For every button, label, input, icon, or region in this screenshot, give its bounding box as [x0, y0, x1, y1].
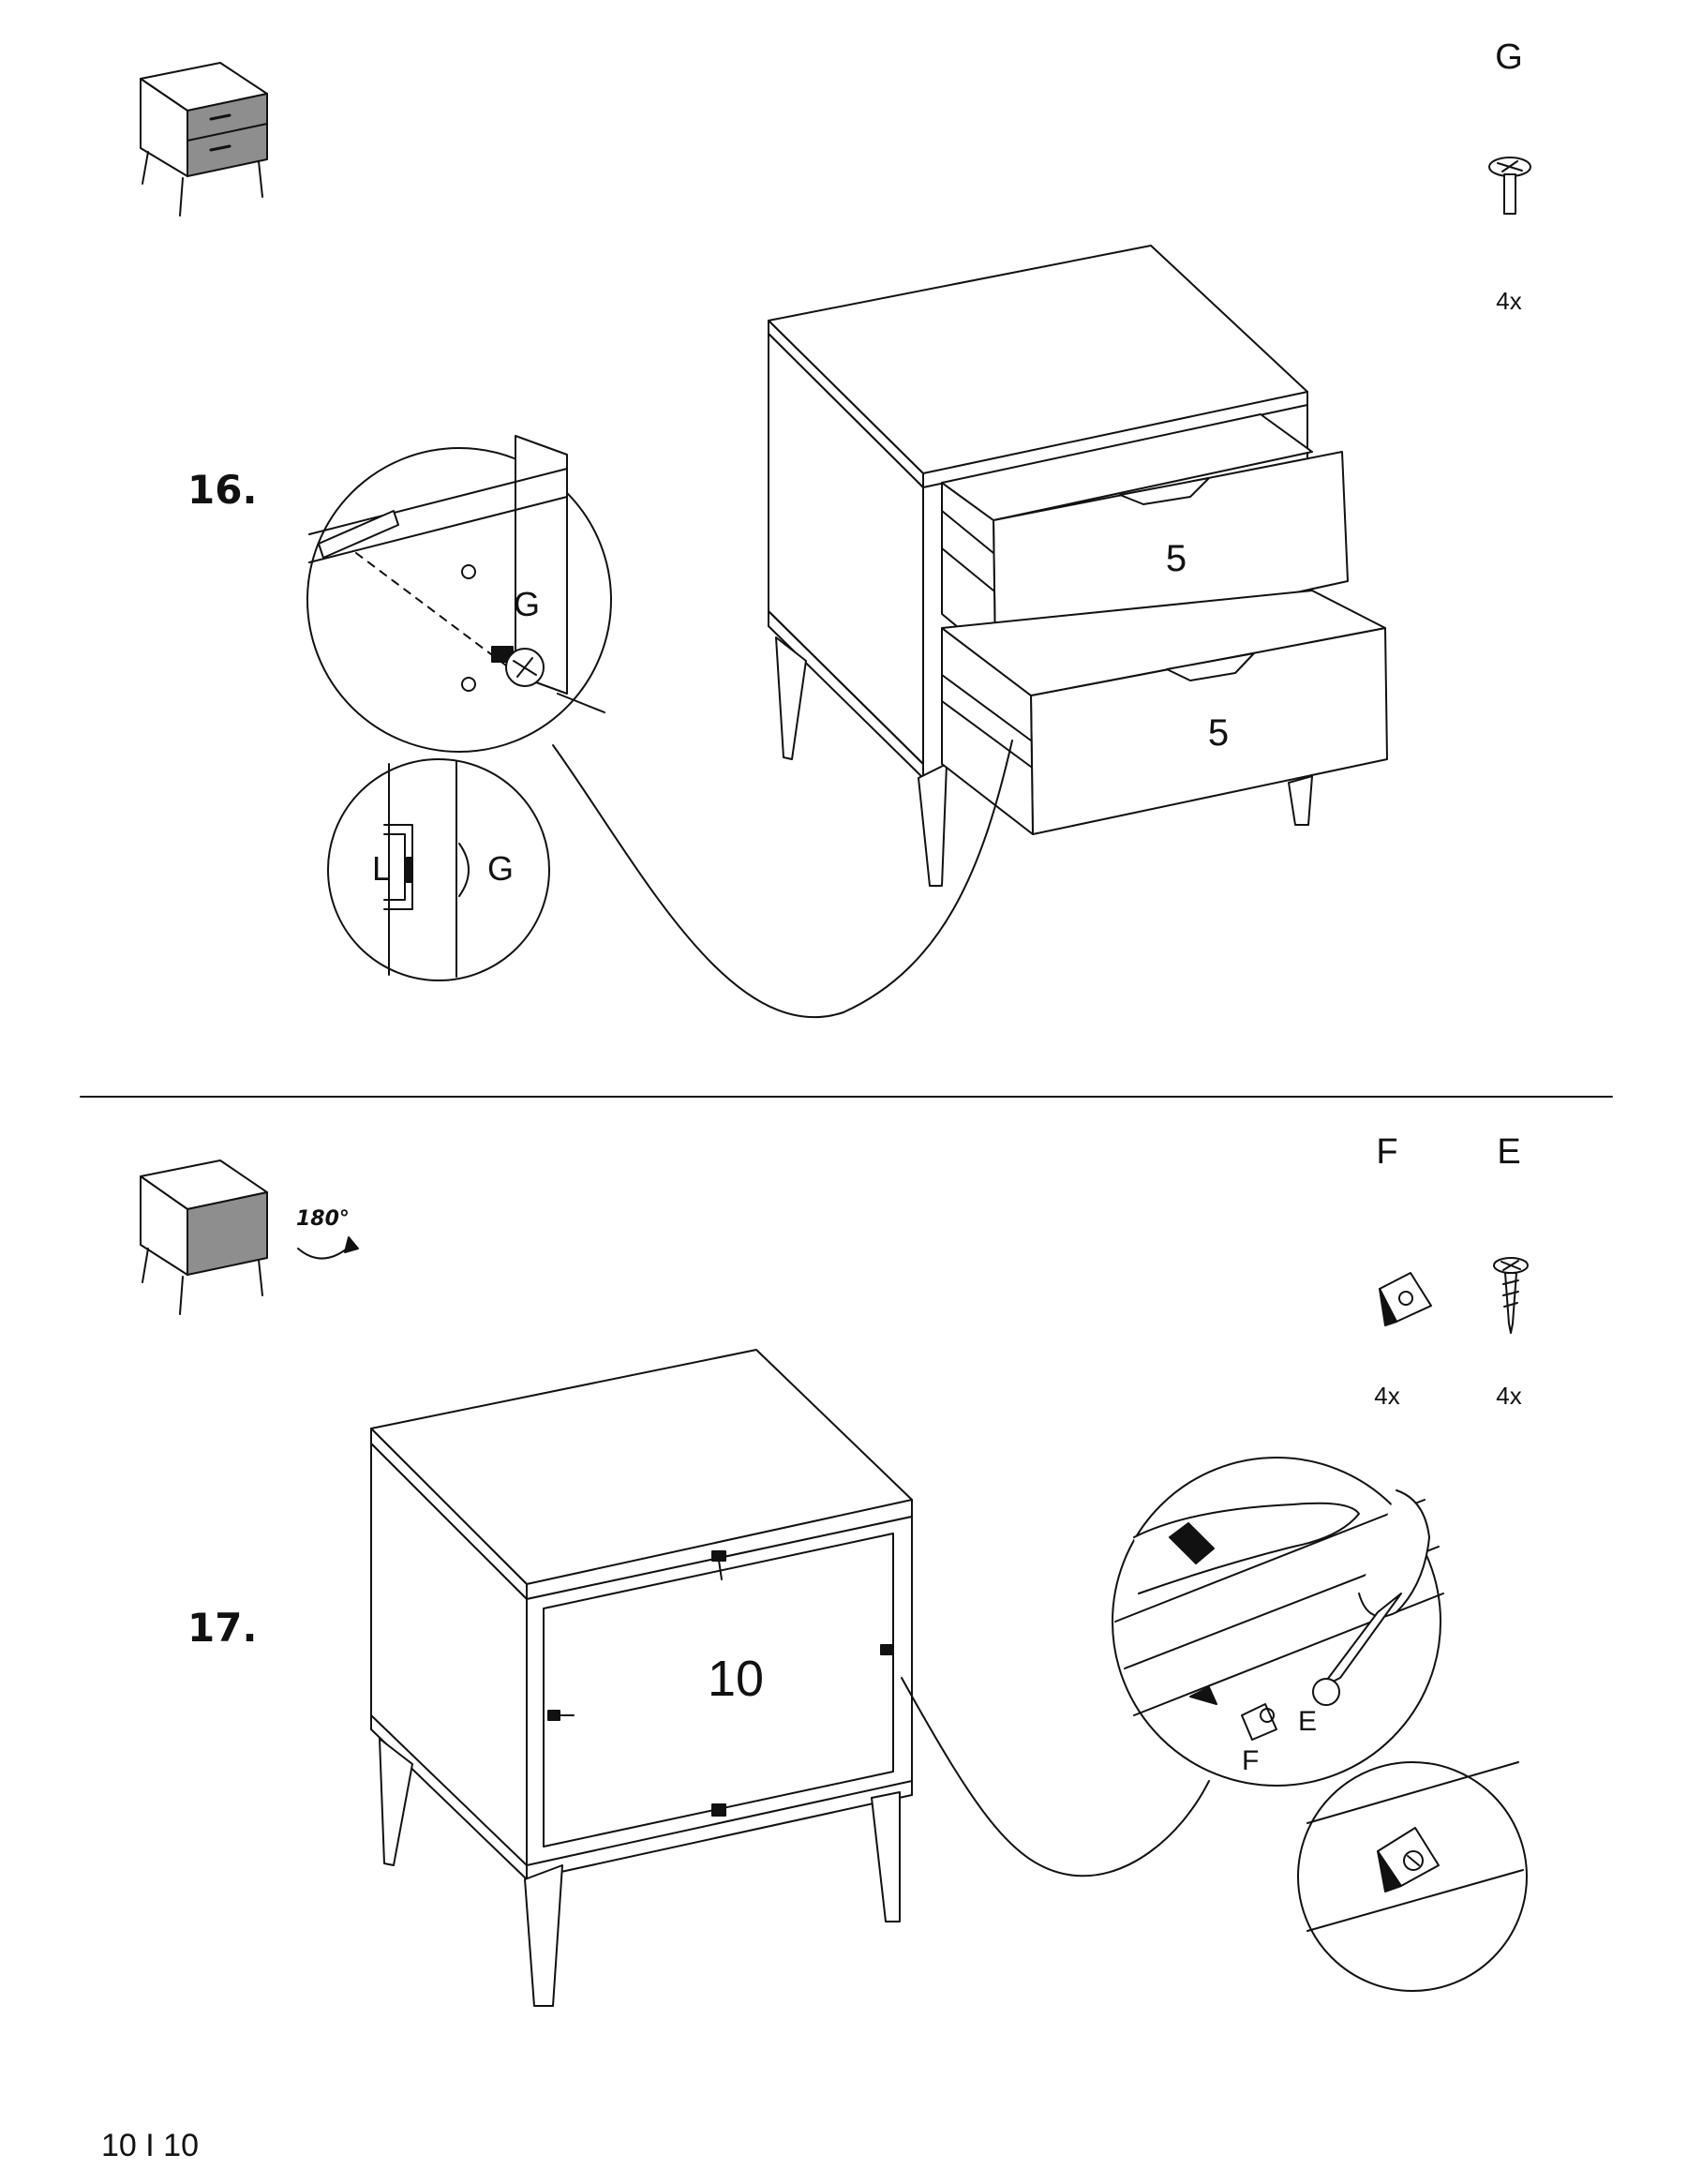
step17-detail-circle: [1112, 1457, 1444, 1787]
inset-label-g: G: [487, 849, 515, 888]
part-e-letter: E: [1497, 1132, 1521, 1172]
part-g-screw-icon: [1488, 157, 1531, 215]
part-g-letter: G: [1495, 37, 1523, 77]
detail-label-e: E: [1298, 1706, 1318, 1737]
detail-label-g: G: [514, 585, 541, 623]
rotate-arrow-icon: [297, 1236, 359, 1260]
step-16-number: 16.: [187, 467, 258, 513]
rotation-label: 180°: [296, 1207, 350, 1231]
step16-detail-circle: [306, 435, 1013, 1019]
drawer-bottom-number: 5: [1207, 712, 1230, 754]
page-number: 10 I 10: [101, 2128, 199, 2163]
part-e-quantity: 4x: [1496, 1382, 1522, 1410]
step16-thumbnail-icon: [140, 62, 268, 217]
step17-cabinet-drawing: [370, 1349, 1210, 2007]
part-g-quantity: 4x: [1496, 287, 1522, 315]
part-f-quantity: 4x: [1374, 1382, 1400, 1410]
part-e-screw-icon: [1493, 1257, 1529, 1334]
step17-bottom-detail-circle: [1297, 1761, 1528, 1992]
back-panel-number: 10: [707, 1651, 765, 1707]
part-f-block-icon: [1379, 1272, 1432, 1326]
step-17-number: 17.: [187, 1605, 258, 1651]
drawer-top-number: 5: [1165, 538, 1187, 579]
step17-thumbnail-icon: [140, 1159, 268, 1315]
inset-label-l: L: [372, 849, 392, 888]
step16-nightstand-drawing: [768, 245, 1388, 887]
detail-label-f: F: [1242, 1745, 1260, 1776]
step16-inset-circle: [327, 758, 550, 981]
part-f-letter: F: [1376, 1132, 1398, 1172]
